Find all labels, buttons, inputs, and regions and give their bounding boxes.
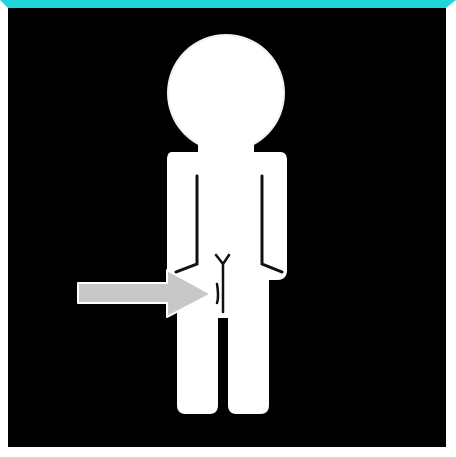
head-shape: [168, 35, 284, 151]
left-groin-curve: [217, 284, 218, 303]
torso-shape: [167, 152, 287, 280]
